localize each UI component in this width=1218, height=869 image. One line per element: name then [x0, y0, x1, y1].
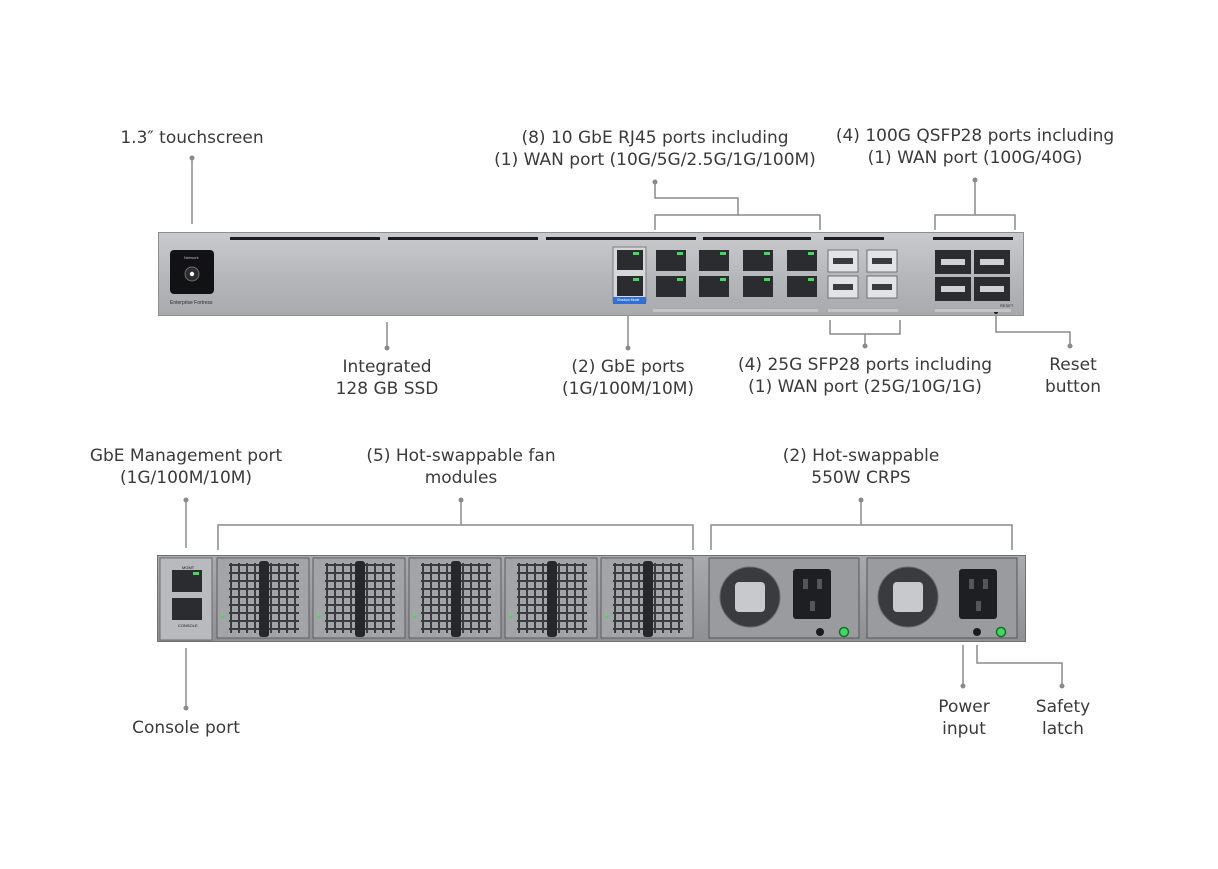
label-rj45-line1: (8) 10 GbE RJ45 ports including [521, 128, 789, 148]
console-text: CONSOLE [178, 623, 198, 628]
label-console-port: Console port [120, 717, 252, 739]
label-fan-modules: (5) Hot-swappable fan modules [350, 445, 572, 489]
label-qsfp28-ports: (4) 100G QSFP28 ports including (1) WAN … [830, 125, 1120, 169]
fan-module [408, 557, 502, 639]
label-ssd-line1: Integrated [342, 357, 432, 377]
label-power-line1: Power [938, 697, 990, 717]
label-reset-button: Reset button [1030, 354, 1116, 398]
label-gbe-line2: (1G/100M/10M) [561, 379, 695, 399]
front-panel: Enterprise Fortress Network Shadow Mode … [158, 232, 1024, 316]
label-mgmt-line2: (1G/100M/10M) [119, 468, 253, 488]
label-power-input: Power input [925, 696, 1003, 740]
label-psu-modules: (2) Hot-swappable 550W CRPS [770, 445, 952, 489]
label-ssd: Integrated 128 GB SSD [317, 356, 457, 400]
label-gbe-ports: (2) GbE ports (1G/100M/10M) [548, 356, 708, 400]
label-qsfp-line1: (4) 100G QSFP28 ports including [835, 126, 1115, 146]
front-panel-art [170, 237, 1013, 314]
label-touchscreen-text: 1.3″ touchscreen [120, 128, 264, 148]
rear-panel-art [159, 557, 1018, 641]
label-reset-line1: Reset [1049, 355, 1097, 375]
label-psu-line2: 550W CRPS [811, 468, 911, 488]
label-latch-line1: Safety [1035, 697, 1091, 717]
label-power-line2: input [942, 719, 986, 739]
label-rj45-line2: (1) WAN port (10G/5G/2.5G/1G/100M) [494, 150, 816, 170]
label-sfp-line2: (1) WAN port (25G/10G/1G) [748, 377, 982, 397]
fan-module [504, 557, 598, 639]
label-management-port: GbE Management port (1G/100M/10M) [80, 445, 292, 489]
label-mgmt-line1: GbE Management port [89, 446, 283, 466]
screen-text: Network [184, 255, 199, 260]
reset-text: RESET [1000, 303, 1014, 308]
label-ssd-line2: 128 GB SSD [335, 379, 439, 399]
label-rj45-ports: (8) 10 GbE RJ45 ports including (1) WAN … [470, 127, 840, 171]
fan-module [312, 557, 406, 639]
label-fan-line1: (5) Hot-swappable fan [366, 446, 556, 466]
label-reset-line2: button [1044, 377, 1102, 397]
label-sfp28-ports: (4) 25G SFP28 ports including (1) WAN po… [724, 354, 1006, 398]
brand-text: Enterprise Fortress [170, 300, 213, 306]
fan-module [216, 557, 310, 639]
fan-module [600, 557, 694, 639]
label-qsfp-line2: (1) WAN port (100G/40G) [867, 148, 1083, 168]
label-gbe-line1: (2) GbE ports [571, 357, 685, 377]
shadow-mode-text: Shadow Mode [617, 298, 640, 302]
label-console-text: Console port [132, 718, 240, 738]
label-safety-latch: Safety latch [1026, 696, 1100, 740]
mgmt-text: MGMT [182, 565, 195, 570]
label-touchscreen: 1.3″ touchscreen [110, 127, 274, 149]
rear-panel: MGMT CONSOLE [157, 555, 1026, 642]
label-fan-line2: modules [424, 468, 498, 488]
label-psu-line1: (2) Hot-swappable [782, 446, 940, 466]
label-sfp-line1: (4) 25G SFP28 ports including [737, 355, 993, 375]
label-latch-line2: latch [1042, 719, 1084, 739]
